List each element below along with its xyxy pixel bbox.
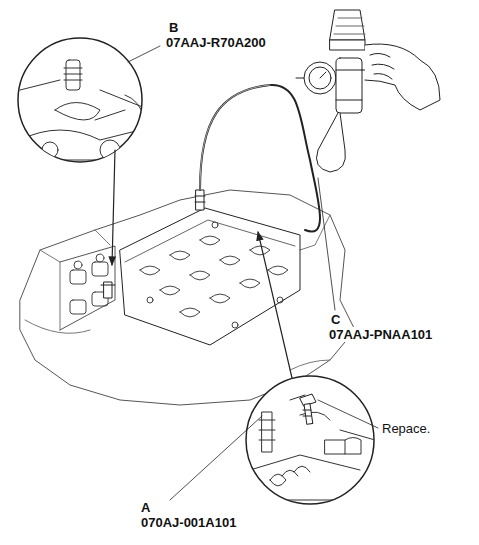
tool-number: 07AAJ-PNAA101: [328, 327, 433, 342]
callout-letter: B: [168, 20, 179, 35]
tool-number: 070AJ-001A101: [140, 515, 237, 530]
callout-letter: A: [140, 500, 151, 515]
tool-number: 07AAJ-R70A200: [165, 35, 267, 50]
note-text: Repace.: [381, 421, 431, 436]
callout-letter: C: [330, 312, 341, 327]
